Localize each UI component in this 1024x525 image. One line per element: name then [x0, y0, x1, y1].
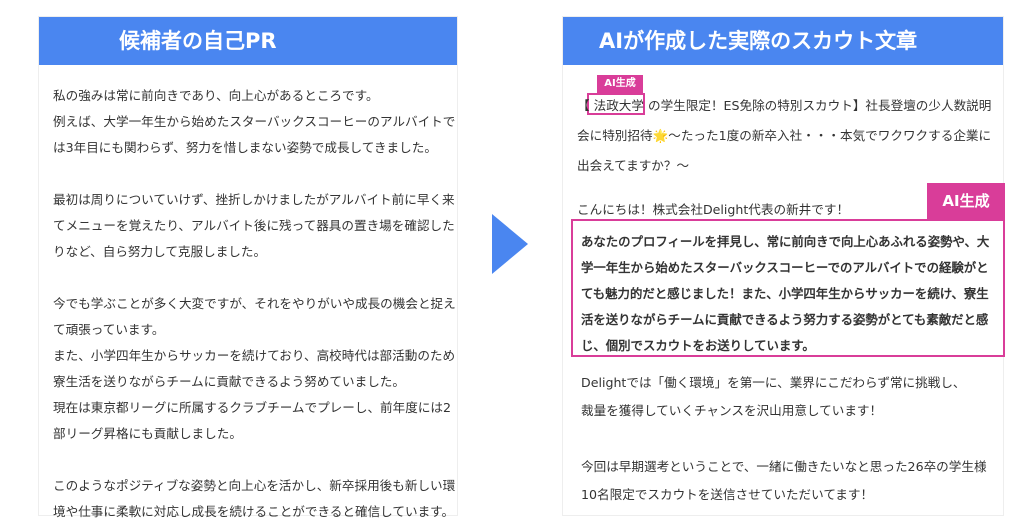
- right-arrow-icon: [492, 214, 528, 274]
- pr-line: [53, 161, 456, 187]
- pr-line: は3年目にも関わらず、努力を惜しまない姿勢で成長してきました。: [53, 140, 437, 155]
- pr-line: 例えば、大学一年生から始めたスターバックスコーヒーのアルバイトで: [53, 114, 456, 129]
- candidate-pr-header: 候補者の自己PR: [39, 17, 457, 65]
- scout-body-line: Delightでは「働く環境」を第一に、業界にこだわらず常に挑戦し、: [581, 375, 966, 390]
- pr-line: 部リーグ昇格にも貢献しました。: [53, 426, 242, 441]
- pr-line: りなど、自ら努力して克服しました。: [53, 244, 267, 259]
- scout-greeting: こんにちは！株式会社Delight代表の新井です！: [577, 202, 850, 217]
- scout-title: 【 法政大学 の学生限定！ES免除の特別スカウト】社長登壇の少人数説明 会に特別…: [577, 91, 991, 181]
- scout-title-line: 【 法政大学 の学生限定！ES免除の特別スカウト】社長登壇の少人数説明: [577, 98, 992, 113]
- candidate-pr-text: 私の強みは常に前向きであり、向上心があるところです。 例えば、大学一年生から始め…: [53, 83, 456, 525]
- pr-line: [53, 447, 456, 473]
- pr-line: また、小学四年生からサッカーを続けており、高校時代は部活動のため: [53, 348, 456, 363]
- pr-line: 寮生活を送りながらチームに貢献できるよう努めていました。: [53, 374, 405, 389]
- pr-line: 現在は東京都リーグに所属するクラブチームでプレーし、前年度には2: [53, 400, 452, 415]
- pr-line: てメニューを覚えたり、アルバイト後に残って器具の置き場を確認した: [53, 218, 455, 233]
- ai-highlight-box-large: [571, 219, 1005, 357]
- ai-message-line: 学一年生から始めたスターバックスコーヒーでのアルバイトでの経験がと: [581, 260, 989, 275]
- scout-body-line: 10名限定でスカウトを送信させていただいてます！: [581, 487, 874, 502]
- pr-line: [53, 265, 456, 291]
- pr-line: 今でも学ぶことが多く大変ですが、それをやりがいや成長の機会と捉え: [53, 296, 456, 311]
- pr-line: て頑張っています。: [53, 322, 165, 337]
- ai-message-line: 活を送りながらチームに貢献できるよう努力する姿勢がとても素敵だと感: [581, 312, 989, 327]
- scout-title-line: 出会えてますか？〜: [577, 158, 690, 173]
- ai-message-line: あなたのプロフィールを拝見し、常に前向きで向上心あふれる姿勢や、大: [581, 234, 990, 249]
- pr-line: このようなポジティブな姿勢と向上心を活かし、新卒採用後も新しい環: [53, 478, 456, 493]
- ai-generated-badge-small: AI生成: [597, 75, 643, 93]
- ai-message-line: じ、個別でスカウトをお送りしています。: [581, 338, 815, 353]
- ai-highlight-box-small: [587, 93, 645, 115]
- ai-message-line: ても魅力的だと感じました！また、小学四年生からサッカーを続け、寮生: [581, 286, 989, 301]
- ai-scout-header: AIが作成した実際のスカウト文章: [563, 17, 1003, 65]
- pr-line: 私の強みは常に前向きであり、向上心があるところです。: [53, 88, 379, 103]
- scout-body-line: [581, 425, 987, 453]
- pr-line: 境や仕事に柔軟に対応し成長を続けることができると確信しています。: [53, 504, 455, 519]
- ai-generated-message: あなたのプロフィールを拝見し、常に前向きで向上心あふれる姿勢や、大 学一年生から…: [581, 229, 989, 359]
- scout-body-line: 裁量を獲得していくチャンスを沢山用意しています！: [581, 403, 883, 418]
- pr-line: 最初は周りについていけず、挫折しかけましたがアルバイト前に早く来: [53, 192, 455, 207]
- ai-scout-panel: AIが作成した実際のスカウト文章 AI生成 【 法政大学 の学生限定！ES免除の…: [562, 16, 1005, 516]
- scout-title-line: 会に特別招待🌟〜たった1度の新卒入社・・・本気でワクワクする企業に: [577, 128, 992, 143]
- scout-body: Delightでは「働く環境」を第一に、業界にこだわらず常に挑戦し、 裁量を獲得…: [581, 369, 987, 509]
- ai-generated-badge-large: AI生成: [927, 183, 1005, 219]
- candidate-pr-panel: 候補者の自己PR 私の強みは常に前向きであり、向上心があるところです。 例えば、…: [38, 16, 458, 519]
- scout-body-line: 今回は早期選考ということで、一緒に働きたいなと思った26卒の学生様: [581, 459, 987, 474]
